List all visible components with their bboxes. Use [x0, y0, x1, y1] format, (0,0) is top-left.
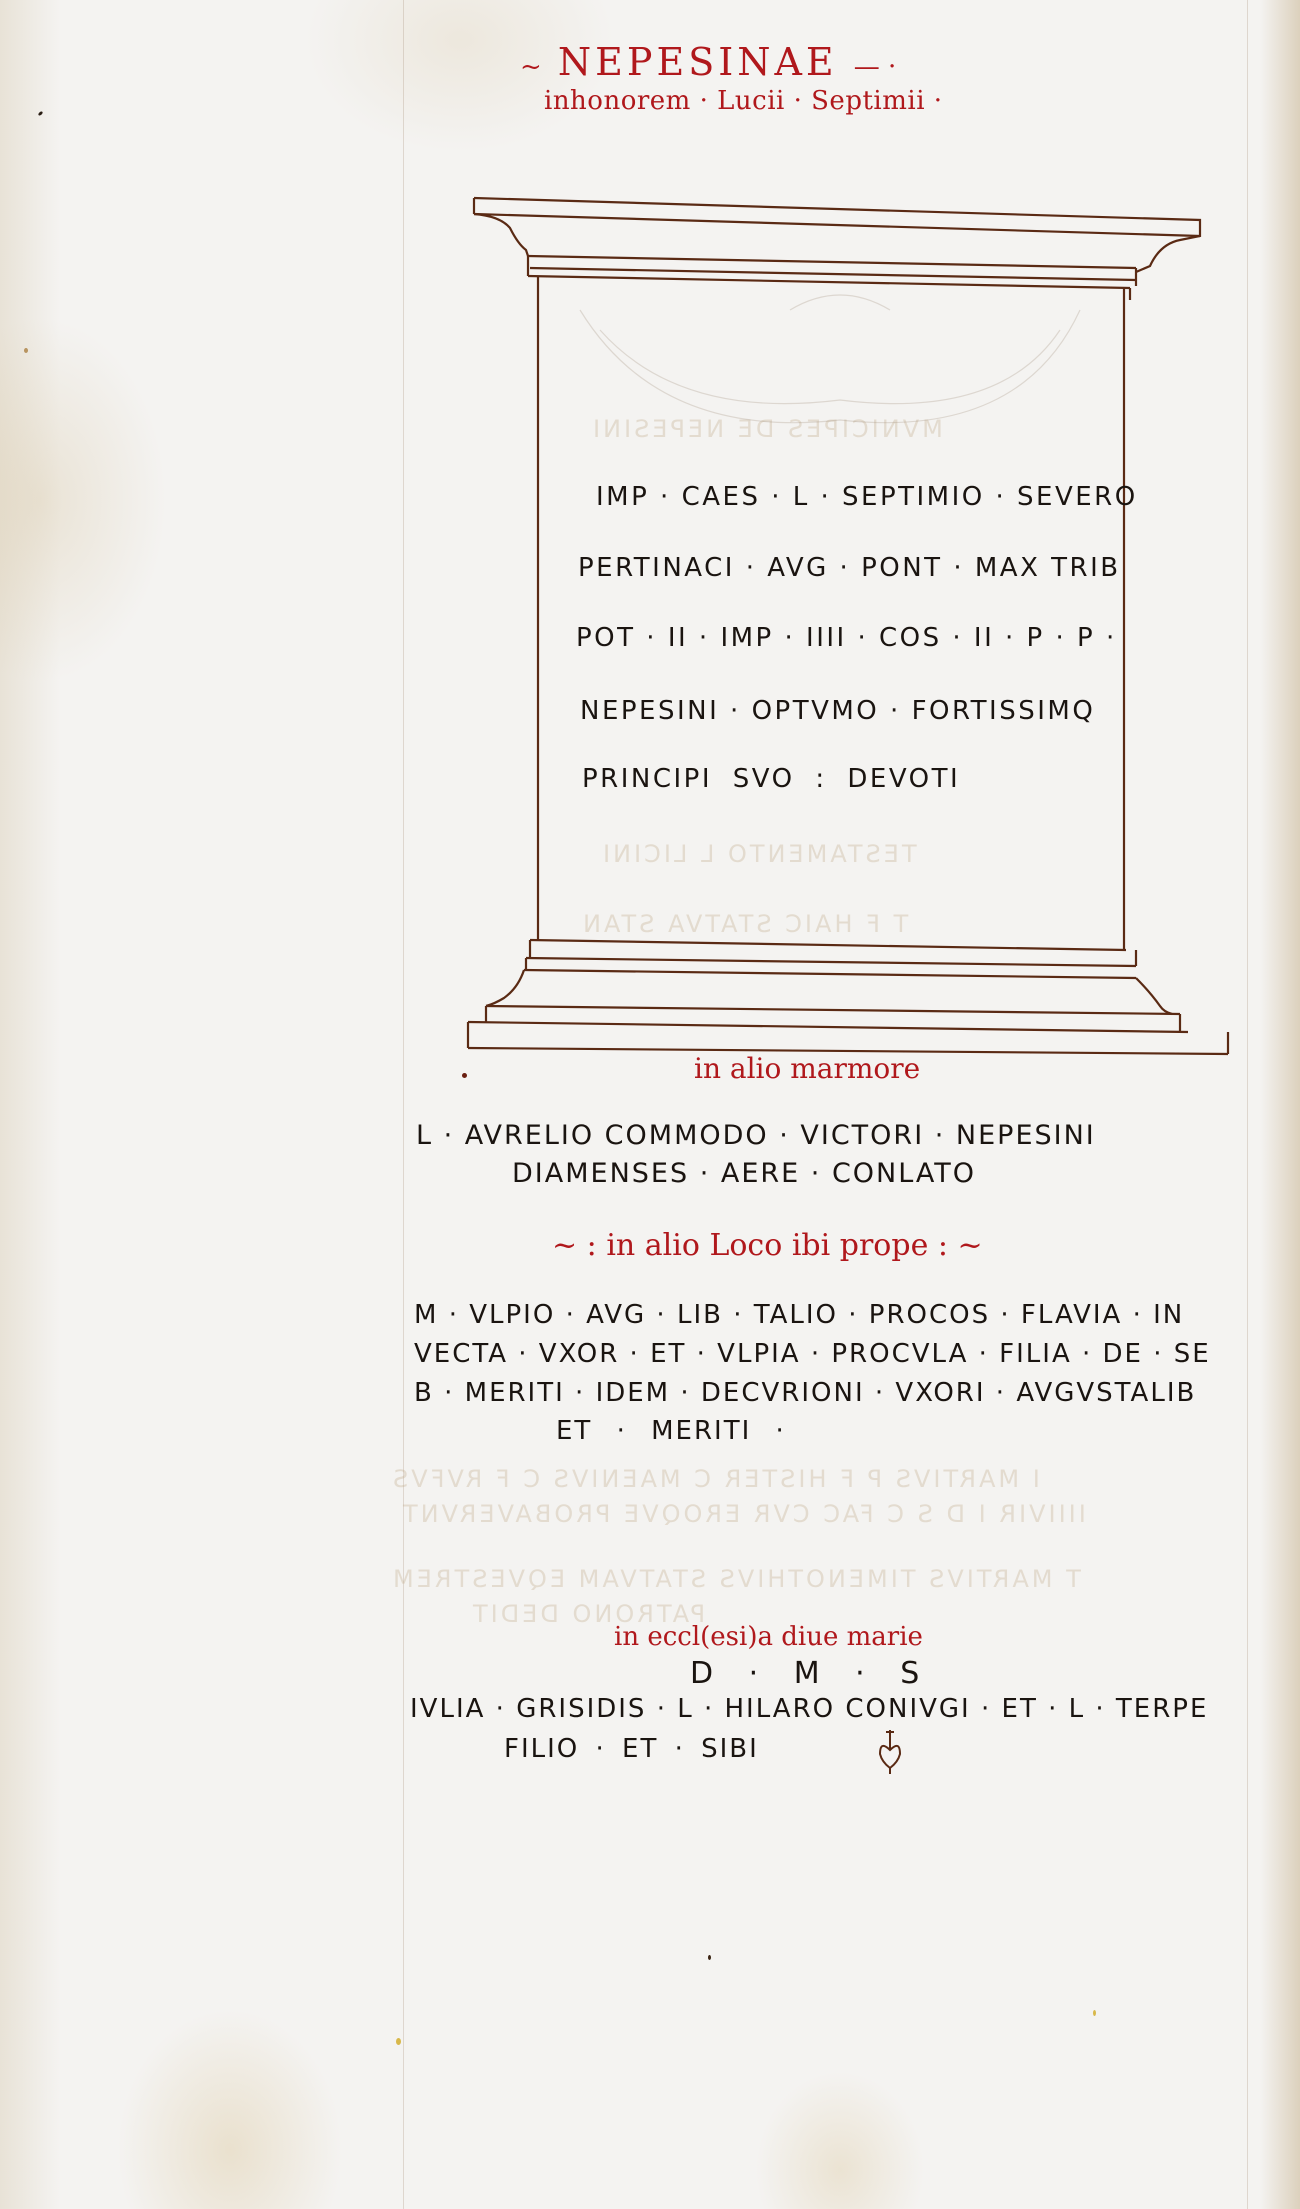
pedestal-drawing — [460, 180, 1240, 1060]
inscription-1-line: IMP · CAES · L · SEPTIMIO · SEVERO — [596, 482, 1138, 512]
ruling-line-right — [1247, 0, 1248, 2209]
inscription-2-line: DIAMENSES · AERE · CONLATO — [512, 1158, 977, 1189]
inscription-3-line: B · MERITI · IDEM · DECVRIONI · VXORI · … — [414, 1378, 1197, 1408]
foxing-spot — [396, 2038, 401, 2045]
rubric-in-alio-marmore: in alio marmore — [694, 1052, 921, 1085]
inscription-1-line: PERTINACI · AVG · PONT · MAX TRIB — [578, 553, 1121, 583]
inscription-4-line: IVLIA · GRISIDIS · L · HILARO CONIVGI · … — [410, 1694, 1209, 1724]
inscription-1-line: POT · II · IMP · IIII · COS · II · P · P… — [576, 623, 1117, 653]
page-subtitle: inhonorem · Lucii · Septimii · — [544, 86, 943, 116]
ruling-line-left — [403, 0, 404, 2209]
show-through-texture: IIIIVIR I D S C FAC CVR EROQVE PROBAVERV… — [400, 1500, 1086, 1528]
inscription-4-line: FILIO · ET · SIBI — [504, 1734, 759, 1764]
inscription-2-line: L · AVRELIO COMMODO · VICTORI · NEPESINI — [416, 1120, 1096, 1151]
inscription-3-line: ET · MERITI · — [556, 1416, 786, 1446]
hedera-leaf-icon — [876, 1728, 906, 1776]
foxing-spot — [1093, 2010, 1096, 2016]
ink-speck — [708, 1955, 711, 1960]
page-title: ~ NEPESINAE — · — [520, 40, 896, 84]
title-swash-right: — · — [853, 52, 897, 82]
rubric-in-alio-loco: ~ : in alio Loco ibi prope : ~ — [552, 1228, 983, 1263]
foxing-spot — [24, 348, 28, 353]
inscription-1-line: PRINCIPI SVO : DEVOTI — [582, 764, 961, 794]
inscription-1-line: NEPESINI · OPTVMO · FORTISSIMQ — [580, 696, 1096, 726]
inscription-4-dms: D · M · S — [690, 1656, 926, 1691]
rubric-in-ecclesia: in eccl(esi)a diue marie — [614, 1622, 923, 1652]
title-swash-left: ~ — [520, 52, 542, 82]
pedestal-outline-icon — [466, 196, 1230, 1056]
show-through-texture: T MARTIVS TIMENOTHIVS STATVAM EQVESTREM — [390, 1565, 1081, 1593]
show-through-texture: I MARTIVS P F HISTER C MAENIVS C F RVFVS — [390, 1465, 1040, 1493]
inscription-3-line: M · VLPIO · AVG · LIB · TALIO · PROCOS ·… — [414, 1300, 1185, 1330]
title-text: NEPESINAE — [557, 40, 838, 84]
inscription-3-line: VECTA · VXOR · ET · VLPIA · PROCVLA · FI… — [414, 1339, 1211, 1369]
ink-speck — [37, 110, 44, 117]
ink-speck — [462, 1073, 467, 1078]
